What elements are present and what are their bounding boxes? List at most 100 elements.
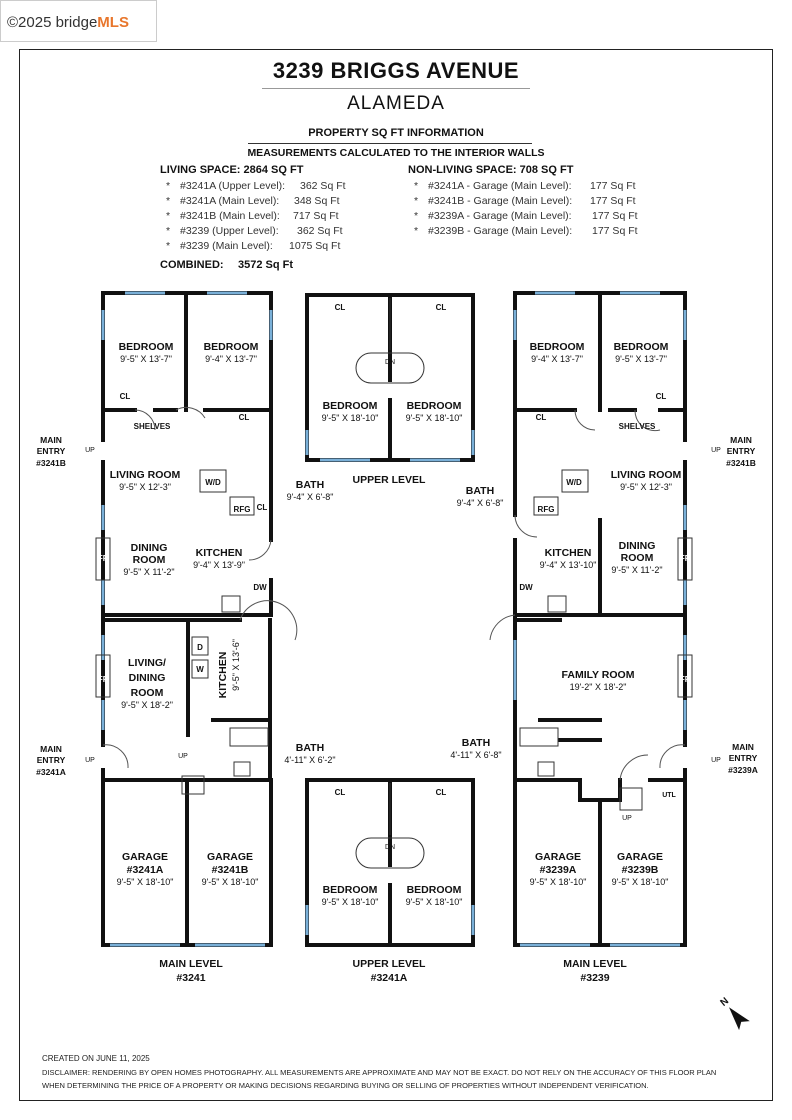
- living-dining-label: LIVING/: [128, 657, 166, 669]
- list-item-value: 717 Sq Ft: [293, 210, 339, 222]
- level-labels: UPPER LEVEL MAIN LEVEL #3241 UPPER LEVEL…: [159, 474, 627, 984]
- bath-dimension: 9'-4" X 6'-8": [287, 492, 334, 502]
- stair-up-label: UP: [85, 447, 95, 454]
- dining-room-label: ROOM: [621, 552, 654, 564]
- kitchen-dimension: 9'-4" X 13'-10": [540, 560, 597, 570]
- garage-label: #3239A: [540, 864, 577, 876]
- closet-label: CL: [257, 503, 268, 512]
- bath-label: BATH: [296, 742, 324, 754]
- main-level-label: #3241: [176, 972, 205, 984]
- main-entry-label: #3241B: [726, 458, 756, 468]
- kitchen-dimension: 9'-4" X 13'-9": [193, 560, 245, 570]
- main-entry-label: MAIN: [730, 435, 752, 445]
- bedroom-dimension: 9'-4" X 13'-7": [205, 354, 257, 364]
- main-entry-label: MAIN: [732, 742, 754, 752]
- list-item: *#3239B - Garage (Main Level):: [414, 225, 573, 237]
- combined-value: 3572 Sq Ft: [238, 259, 294, 271]
- washer-label: W: [196, 665, 204, 674]
- utility-label: UTL: [662, 792, 676, 799]
- upper-level-label: UPPER LEVEL: [353, 474, 427, 486]
- living-room-dimension: 9'-5" X 12'-3": [119, 482, 171, 492]
- garage-label: GARAGE: [207, 851, 253, 863]
- list-item-value: 177 Sq Ft: [592, 225, 638, 237]
- list-item: *#3241A (Upper Level):: [166, 180, 286, 192]
- living-room-label: LIVING ROOM: [110, 469, 181, 481]
- closet-label: CL: [436, 303, 447, 312]
- garage-dimension: 9'-5" X 18'-10": [612, 877, 669, 887]
- list-item: *#3241B (Main Level):: [166, 210, 280, 222]
- garage-label: #3241B: [212, 864, 249, 876]
- list-item-value: 177 Sq Ft: [590, 180, 636, 192]
- living-dining-label: ROOM: [131, 687, 164, 699]
- bath-label: BATH: [462, 737, 490, 749]
- closet-label: CL: [536, 413, 547, 422]
- city-subtitle: ALAMEDA: [347, 93, 445, 114]
- disclaimer-line-2: WHEN DETERMINING THE PRICE OF A PROPERTY…: [42, 1081, 649, 1090]
- main-entry-label: ENTRY: [727, 446, 756, 456]
- kitchen-label: KITCHEN: [217, 652, 229, 699]
- stair-down-label: DN: [385, 844, 395, 851]
- info-divider: [248, 143, 532, 144]
- combined-label: COMBINED:: [160, 259, 224, 271]
- list-item: *#3239A - Garage (Main Level):: [414, 210, 572, 222]
- upper-level-label: UPPER LEVEL: [353, 958, 427, 970]
- list-item-value: 177 Sq Ft: [592, 210, 638, 222]
- shelves-label: SHELVES: [619, 422, 656, 431]
- main-entry-label: MAIN: [40, 744, 62, 754]
- main-entry-label: MAIN: [40, 435, 62, 445]
- list-item: *#3241A (Main Level):: [166, 195, 280, 207]
- living-room-label: LIVING ROOM: [611, 469, 682, 481]
- list-item-value: 177 Sq Ft: [590, 195, 636, 207]
- closet-label: CL: [335, 788, 346, 797]
- list-item: *#3241B - Garage (Main Level):: [414, 195, 573, 207]
- north-label: N: [719, 996, 732, 1009]
- list-item-value: 1075 Sq Ft: [289, 240, 341, 252]
- kitchen-label: KITCHEN: [196, 547, 243, 559]
- bath-label: BATH: [466, 485, 494, 497]
- dining-room-label: DINING: [619, 540, 656, 552]
- main-entry-label: #3241B: [36, 458, 66, 468]
- closet-label: CL: [436, 788, 447, 797]
- refrigerator-label: RFG: [234, 505, 251, 514]
- fixture-labels: CL CL SHELVES CL CL CL CL CL CL SHELVES …: [85, 303, 721, 851]
- door-swings: [102, 406, 686, 781]
- bridge-mls-logo: ©2025 bridgeMLS: [0, 0, 157, 42]
- list-item: *#3241A - Garage (Main Level):: [414, 180, 572, 192]
- kitchen-dimension: 9'-5" X 13'-6": [231, 639, 241, 691]
- main-level-label: MAIN LEVEL: [563, 958, 627, 970]
- bedroom-dimension: 9'-5" X 18'-10": [322, 897, 379, 907]
- list-item-value: 362 Sq Ft: [297, 225, 343, 237]
- created-date: CREATED ON JUNE 11, 2025: [42, 1054, 150, 1063]
- garage-label: GARAGE: [617, 851, 663, 863]
- dishwasher-label: DW: [253, 583, 267, 592]
- stair-up-label: UP: [85, 757, 95, 764]
- bedroom-dimension: 9'-5" X 18'-10": [322, 413, 379, 423]
- living-dining-label: DINING: [129, 672, 166, 684]
- fixtures-outline: [95, 298, 693, 869]
- bedroom-label: BEDROOM: [407, 884, 462, 896]
- bedroom-label: BEDROOM: [119, 341, 174, 353]
- closet-label: CL: [239, 413, 250, 422]
- title-divider: [262, 88, 530, 89]
- garage-label: GARAGE: [122, 851, 168, 863]
- garage-dimension: 9'-5" X 18'-10": [202, 877, 259, 887]
- main-level-label: #3239: [580, 972, 609, 984]
- garage-label: #3239B: [622, 864, 659, 876]
- bedroom-dimension: 9'-5" X 18'-10": [406, 897, 463, 907]
- bedroom-label: BEDROOM: [407, 400, 462, 412]
- entry-labels: MAIN ENTRY #3241B MAIN ENTRY #3241B MAIN…: [36, 435, 758, 777]
- bath-label: BATH: [296, 479, 324, 491]
- dining-room-dimension: 9'-5" X 11'-2": [611, 565, 662, 575]
- north-arrow-icon: N: [719, 996, 750, 1031]
- closet-label: CL: [335, 303, 346, 312]
- bedroom-dimension: 9'-4" X 13'-7": [531, 354, 583, 364]
- dining-room-label: DINING: [131, 542, 168, 554]
- living-room-dimension: 9'-5" X 12'-3": [620, 482, 672, 492]
- stair-up-label: UP: [711, 447, 721, 454]
- main-entry-label: ENTRY: [729, 753, 758, 763]
- room-labels: BEDROOM 9'-5" X 13'-7" BEDROOM 9'-4" X 1…: [110, 341, 682, 907]
- washer-dryer-label: W/D: [566, 478, 582, 487]
- measure-note: MEASUREMENTS CALCULATED TO THE INTERIOR …: [247, 147, 545, 159]
- kitchen-label: KITCHEN: [545, 547, 592, 559]
